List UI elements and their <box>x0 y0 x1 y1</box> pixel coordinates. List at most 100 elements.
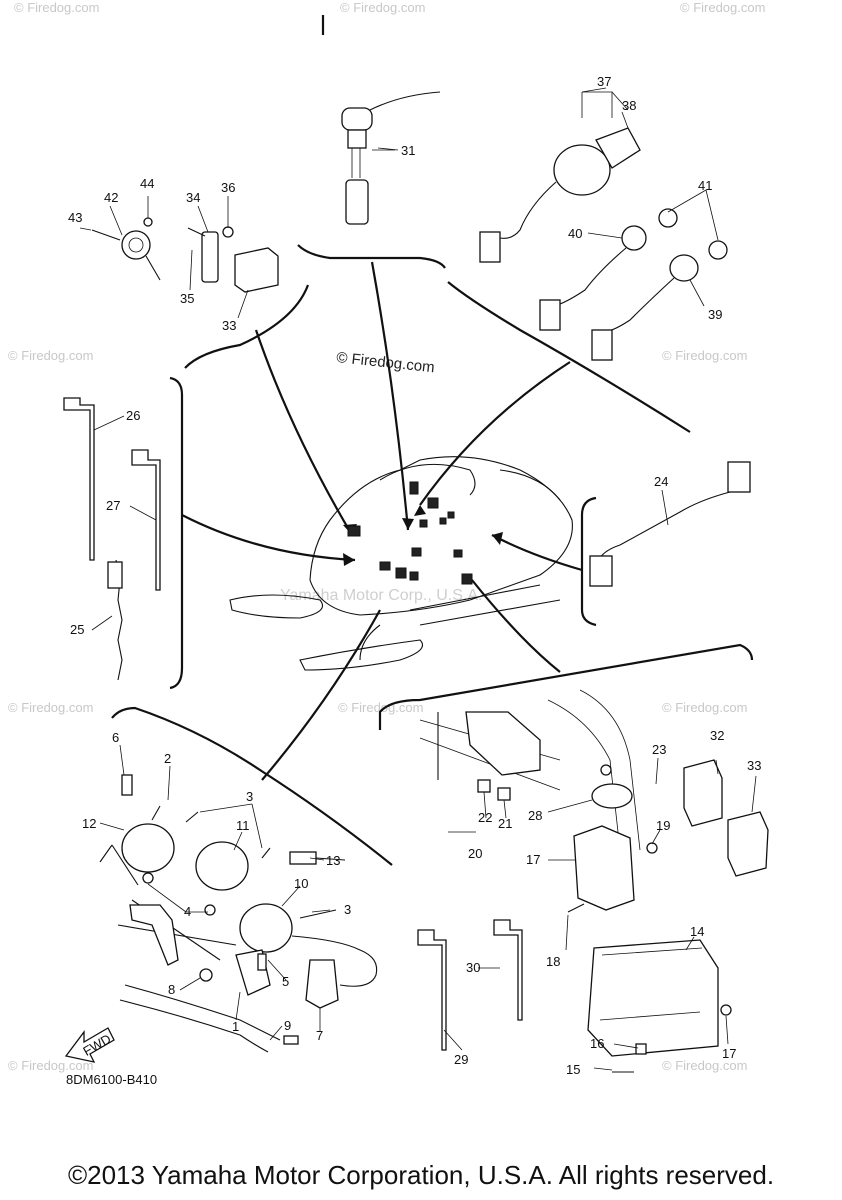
callout-1: 1 <box>232 1019 239 1034</box>
watermark-l2: © Firedog.com <box>8 700 93 715</box>
callout-5: 5 <box>282 974 289 989</box>
part-33-relay <box>727 811 769 877</box>
callout-35: 35 <box>180 291 194 306</box>
part-26-holder <box>107 561 123 589</box>
callout-21: 20 <box>468 846 482 861</box>
callout-14: 14 <box>690 924 704 939</box>
watermark-ml: © Firedog.com <box>8 348 93 363</box>
part-30-band <box>493 919 523 1021</box>
part-41-nut <box>708 240 728 260</box>
callout-4: 4 <box>184 904 191 919</box>
group-top-center-parts <box>341 91 441 225</box>
watermark-br: © Firedog.com <box>662 1058 747 1073</box>
watermark-mr: © Firedog.com <box>662 348 747 363</box>
callout-18: 17 <box>526 852 540 867</box>
group-top-right-parts <box>479 91 728 361</box>
callout-7: 7 <box>316 1028 323 1043</box>
part-31-sensor <box>341 107 373 131</box>
watermark-tr: © Firedog.com <box>680 0 765 15</box>
callout-16: 16 <box>590 1036 604 1051</box>
part-4-bracket <box>129 904 179 966</box>
callout-33-bottom: 33 <box>747 758 761 773</box>
callout-10: 10 <box>294 876 308 891</box>
callout-39: 39 <box>708 307 722 322</box>
watermark-c2: © Firedog.com <box>338 700 423 715</box>
callout-8: 8 <box>168 982 175 997</box>
part-18-rectifier <box>573 825 635 911</box>
callout-9: 9 <box>284 1018 291 1033</box>
part-37-main-switch <box>553 144 611 196</box>
callout-6: 6 <box>112 730 119 745</box>
part-39-switch <box>669 254 699 282</box>
group-top-left-parts <box>79 217 279 293</box>
part-42-gauge <box>121 230 151 260</box>
callout-28-left: 27 <box>106 498 120 513</box>
group-right-parts <box>589 461 751 587</box>
callout-leaders <box>91 87 757 1071</box>
leader-lines <box>181 261 583 781</box>
part-23-fuse <box>477 779 491 793</box>
part-14-cdi-unit <box>587 939 719 1057</box>
diagram-code: 8DM6100-B410 <box>66 1072 158 1087</box>
callout-44: 44 <box>140 176 154 191</box>
callout-2: 2 <box>164 751 171 766</box>
callout-13: 13 <box>326 853 340 868</box>
callout-37: 37 <box>597 74 611 89</box>
part-21-fuse-box <box>465 711 541 776</box>
part-38-key <box>595 127 641 169</box>
callout-43: 43 <box>68 210 82 225</box>
callout-26: 25 <box>70 622 84 637</box>
watermarks: © Firedog.com © Firedog.com © Firedog.co… <box>8 0 765 1073</box>
watermark-bl: © Firedog.com <box>8 1058 93 1073</box>
callout-23: 22 <box>478 810 492 825</box>
part-28-clamp <box>591 783 633 809</box>
part-27-band <box>63 397 95 561</box>
callout-17: 17 <box>722 1046 736 1061</box>
watermark-tc: © Firedog.com <box>340 0 425 15</box>
callout-31: 31 <box>401 143 415 158</box>
part-22-fuse <box>497 787 511 801</box>
callout-41: 41 <box>698 178 712 193</box>
part-33-relay <box>234 247 279 293</box>
callout-40: 40 <box>568 226 582 241</box>
connector-39 <box>591 329 613 361</box>
part-34-bracket <box>201 231 219 283</box>
part-40-switch <box>621 225 647 251</box>
watermark-center: © Firedog.com <box>336 349 436 376</box>
part-12-coil <box>121 823 175 873</box>
callout-42: 42 <box>104 190 118 205</box>
part-32-relay <box>683 759 723 827</box>
snowmobile-illustration <box>229 456 573 671</box>
callout-12: 12 <box>82 816 96 831</box>
callout-15: 15 <box>566 1062 580 1077</box>
callout-34: 34 <box>186 190 200 205</box>
part-28-band <box>131 449 161 591</box>
callout-36: 36 <box>221 180 235 195</box>
connector-37 <box>479 231 501 263</box>
group-left-parts <box>63 397 161 681</box>
callout-38: 38 <box>622 98 636 113</box>
callout-3-bottom: 3 <box>344 902 351 917</box>
group-bottom-left-parts: FWD <box>64 774 378 1063</box>
callout-3-top: 3 <box>246 789 253 804</box>
callout-25: 24 <box>654 474 668 489</box>
callout-22: 21 <box>498 816 512 831</box>
part-8-nut <box>199 968 213 982</box>
connector-25a <box>727 461 751 493</box>
callout-19: 18 <box>546 954 560 969</box>
part-7-cap <box>305 959 339 1009</box>
callout-29: 29 <box>454 1052 468 1067</box>
group-brackets <box>111 15 754 866</box>
group-bottom-right-parts <box>417 689 769 1073</box>
part-11-coil <box>195 841 249 891</box>
part-10-coil <box>239 903 293 953</box>
callout-24: 23 <box>652 742 666 757</box>
callout-33-top: 33 <box>222 318 236 333</box>
part-29-band <box>417 929 447 1051</box>
fwd-arrow-icon <box>64 1027 115 1063</box>
connector-40 <box>539 299 561 331</box>
watermark-r2: © Firedog.com <box>662 700 747 715</box>
callout-27: 26 <box>126 408 140 423</box>
callout-numbers: 37 38 31 44 42 34 36 41 43 40 35 39 33 2… <box>68 74 761 1077</box>
